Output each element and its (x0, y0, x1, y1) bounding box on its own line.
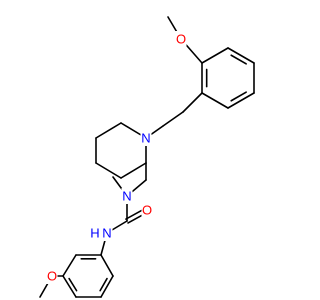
atom-oxygen-methoxy-top-text: O (176, 32, 186, 47)
atom-oxygen-methoxy-top-background (175, 31, 187, 47)
bond-ring-top (201, 47, 229, 64)
bond-piperidine (95, 122, 122, 139)
atom-oxygen-carbonyl-background (141, 202, 153, 218)
bond-ethyl (182, 92, 203, 113)
bond-piperidine (95, 162, 122, 179)
atom-oxygen-methoxy-bottom-text: O (47, 269, 57, 284)
atom-nitrogen-piperidine: N (140, 130, 152, 146)
atom-nitrogen-urea-h: N (101, 225, 113, 241)
atom-nitrogen-urea-methyl-text: N (122, 189, 131, 204)
atom-hydrogen-urea: H (89, 225, 101, 241)
atom-hydrogen-urea-background (89, 225, 101, 241)
bond-ring-bottom (62, 254, 77, 277)
aromatic-inner-bond (230, 91, 247, 102)
bond-ring-top (227, 92, 255, 109)
atom-hydrogen-urea-text: H (90, 226, 99, 241)
atom-oxygen-carbonyl-text: O (142, 203, 152, 218)
atom-nitrogen-urea-methyl: N (121, 188, 133, 204)
aromatic-inner-bond (68, 277, 78, 292)
aromatic-inner-bond (230, 54, 247, 65)
bond-ethyl (162, 111, 184, 127)
bond-ring-top (227, 47, 255, 64)
atom-oxygen-carbonyl: O (141, 202, 153, 218)
bond-ring-bottom (100, 254, 114, 277)
atom-oxygen-methoxy-top: O (175, 31, 187, 47)
atom-nitrogen-piperidine-background (140, 130, 152, 146)
aromatic-inner-bond (99, 277, 108, 292)
bond-piperidine (120, 162, 147, 179)
atom-nitrogen-piperidine-text: N (141, 131, 150, 146)
bond-ring-bottom (62, 275, 77, 298)
atom-nitrogen-urea-h-background (101, 225, 113, 241)
atom-nitrogen-urea-h-text: N (102, 226, 111, 241)
atom-nitrogen-urea-methyl-background (121, 188, 133, 204)
bond-ring-bottom (100, 275, 114, 298)
bond-ring-top (201, 92, 229, 109)
atom-oxygen-methoxy-bottom-background (46, 268, 58, 284)
atom-oxygen-methoxy-bottom: O (46, 268, 58, 284)
